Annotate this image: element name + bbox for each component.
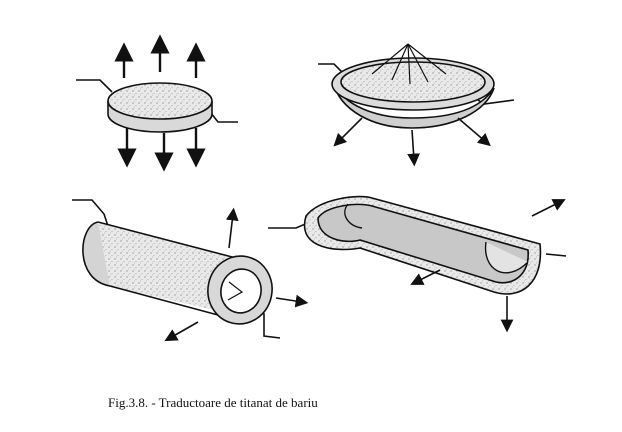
tube-transducer <box>72 199 309 342</box>
half-tube-radial-arrows <box>410 199 566 333</box>
disc-wire-left <box>76 79 113 93</box>
disc-down-arrows <box>117 128 206 172</box>
tube-wire-top <box>72 199 109 227</box>
bowl-radiating-arrows <box>333 117 491 167</box>
bowl-transducer <box>318 43 515 167</box>
half-tube-transducer <box>268 195 567 333</box>
bowl-focus-lines <box>371 43 447 85</box>
figure-caption: Fig.3.8. - Traductoare de titanat de bar… <box>108 395 318 410</box>
disc-up-arrows <box>114 34 206 78</box>
bowl-inner <box>340 61 486 103</box>
half-tube-inner <box>317 203 529 284</box>
tube-radial-arrows <box>164 207 309 342</box>
disc-transducer <box>76 34 238 172</box>
half-tube-wire-right <box>545 253 567 257</box>
bowl-shell <box>332 81 495 129</box>
disc-top <box>107 82 213 120</box>
